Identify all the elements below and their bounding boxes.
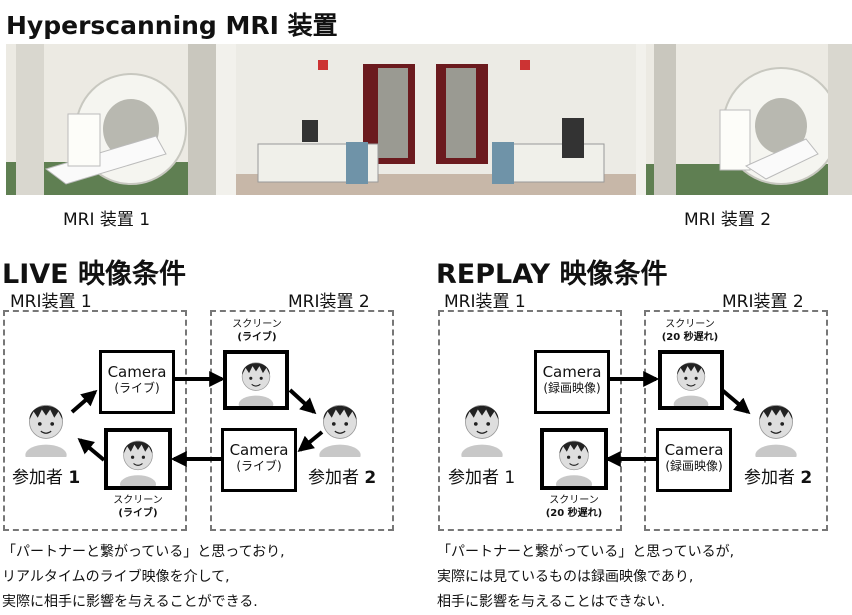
replay-screen-bottom-label: スクリーン(20 秒遅れ) bbox=[542, 494, 606, 520]
page-title: Hyperscanning MRI 装置 bbox=[6, 6, 338, 42]
live-camera-1: Camera(ライブ) bbox=[99, 350, 175, 414]
participant-avatar-icon bbox=[108, 432, 168, 486]
live-screen-top bbox=[223, 350, 289, 410]
mri-2-photo-label: MRI 装置 2 bbox=[684, 205, 771, 230]
live-participant-1-avatar-icon bbox=[22, 395, 70, 457]
live-camera-2: Camera(ライブ) bbox=[221, 428, 297, 492]
replay-participant-1-label: 参加者 1 bbox=[448, 463, 515, 488]
replay-participant-2-avatar-icon bbox=[752, 395, 800, 457]
live-participant-2-avatar-icon bbox=[316, 395, 364, 457]
live-screen-bottom bbox=[104, 428, 172, 490]
live-participant-1-label: 参加者 1 bbox=[12, 463, 80, 488]
replay-screen-top-label: スクリーン(20 秒遅れ) bbox=[658, 318, 722, 344]
replay-participant-1-avatar-icon bbox=[458, 395, 506, 457]
participant-avatar-icon bbox=[227, 354, 285, 406]
replay-participant-2-label: 参加者 2 bbox=[744, 463, 812, 488]
live-screen-top-label: スクリーン(ライブ) bbox=[225, 318, 289, 344]
replay-screen-bottom bbox=[540, 428, 608, 490]
replay-camera-2: Camera(録画映像) bbox=[656, 428, 732, 492]
participant-avatar-icon bbox=[544, 432, 604, 486]
participant-avatar-icon bbox=[662, 354, 720, 406]
mri-panorama-photo bbox=[6, 44, 852, 195]
replay-caption: 「パートナーと繋がっている」と思っているが, 実際には見ているものは録画映像であ… bbox=[437, 540, 734, 615]
live-screen-bottom-label: スクリーン(ライブ) bbox=[106, 494, 170, 520]
replay-camera-1: Camera(録画映像) bbox=[534, 350, 610, 414]
live-caption: 「パートナーと繋がっている」と思っており, リアルタイムのライブ映像を介して, … bbox=[2, 540, 285, 615]
replay-condition-title: REPLAY 映像条件 bbox=[436, 252, 668, 291]
mri-1-photo-label: MRI 装置 1 bbox=[63, 205, 150, 230]
replay-screen-top bbox=[658, 350, 724, 410]
live-participant-2-label: 参加者 2 bbox=[308, 463, 376, 488]
live-condition-title: LIVE 映像条件 bbox=[2, 252, 186, 291]
